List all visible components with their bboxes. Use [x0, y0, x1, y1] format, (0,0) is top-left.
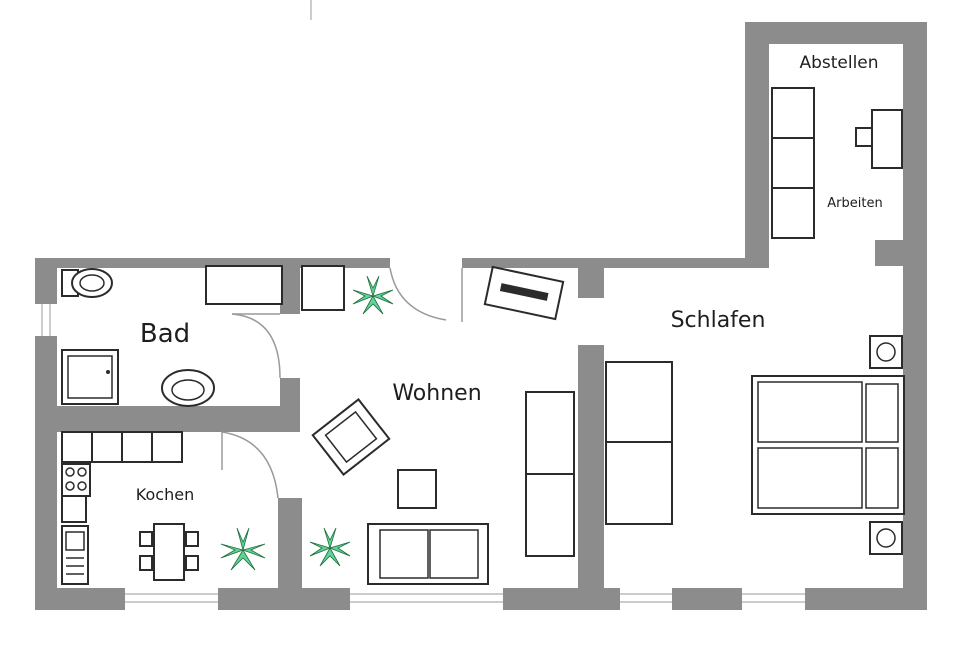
- shower-icon: [61, 349, 119, 405]
- room-label-wohnen: Wohnen: [392, 381, 481, 406]
- abstellen-furniture: [771, 87, 903, 239]
- sofa-icon: [367, 523, 489, 585]
- cabinet-icon: [301, 265, 345, 311]
- room-label-abstellen: Abstellen: [799, 53, 878, 73]
- sink-icon: [161, 369, 215, 407]
- schlafen-furniture: [605, 335, 905, 555]
- doors: [221, 267, 463, 499]
- desk-icon: [855, 109, 903, 169]
- kitchen-counter-icon: [61, 431, 183, 463]
- plant-icon: [309, 527, 351, 567]
- room-label-arbeiten: Arbeiten: [827, 196, 882, 211]
- room-label-schlafen: Schlafen: [671, 308, 766, 333]
- walls: [35, 22, 927, 610]
- coffee-table-icon: [397, 469, 437, 509]
- door-entrance: [389, 267, 447, 321]
- room-label-bad: Bad: [140, 319, 190, 349]
- double-bed-icon: [751, 375, 905, 515]
- windows: [41, 0, 805, 603]
- bad-furniture: [61, 265, 345, 407]
- room-labels: Bad Wohnen Schlafen Kochen Abstellen Arb…: [136, 53, 883, 504]
- bathtub-icon: [205, 265, 283, 305]
- wardrobe-schlafen-icon: [605, 361, 673, 525]
- plant-icon: [220, 527, 266, 571]
- wohnen-furniture: [311, 265, 575, 585]
- shelf-icon: [771, 87, 815, 239]
- toilet-icon: [61, 268, 113, 298]
- door-kochen: [221, 431, 279, 499]
- nightstand-top-icon: [869, 335, 903, 369]
- armchair-icon: [311, 398, 391, 476]
- door-bad: [231, 313, 281, 379]
- wardrobe-wohnen-icon: [525, 391, 575, 557]
- counter-icon: [61, 495, 87, 523]
- room-label-kochen: Kochen: [136, 485, 194, 504]
- plant-icon: [352, 275, 394, 315]
- plants: [220, 275, 394, 571]
- kochen-furniture: [61, 431, 199, 585]
- dining-table-icon: [139, 523, 199, 581]
- tv-icon: [483, 265, 565, 321]
- kitchen-sink-icon: [61, 525, 89, 585]
- stove-icon: [61, 463, 91, 497]
- nightstand-bottom-icon: [869, 521, 903, 555]
